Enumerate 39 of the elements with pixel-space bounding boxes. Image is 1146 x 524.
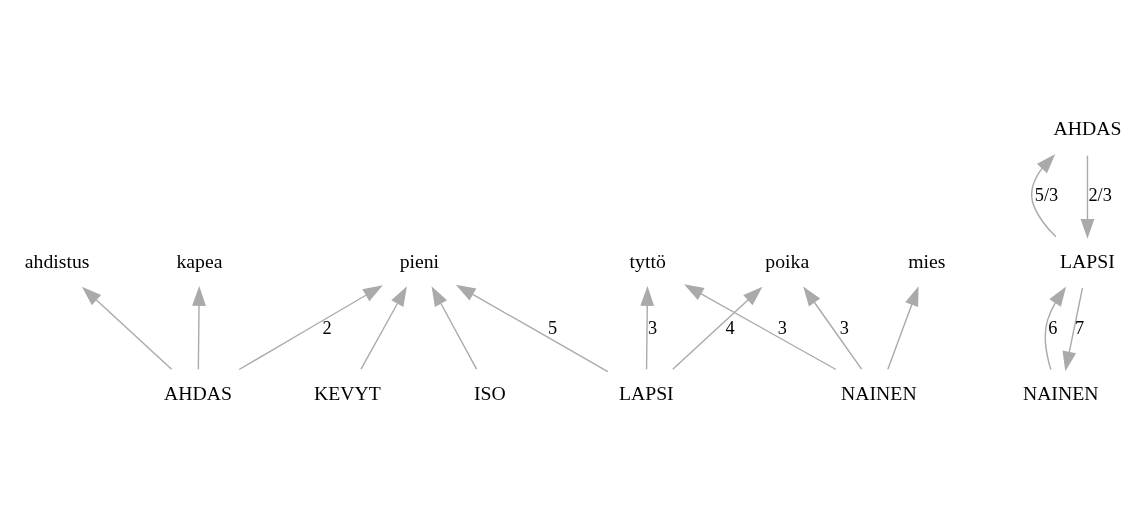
edge-label: 3 [839,317,849,338]
node-text: KEVYT [314,381,381,404]
node-text: NAINEN [841,381,917,404]
arrow [431,285,478,370]
arrow [1031,153,1057,238]
arrow [640,285,655,370]
arrow [887,285,919,370]
arrow [81,286,173,370]
edge-label: 2 [322,317,332,338]
node-text: LAPSI [1060,249,1115,272]
node-text: ahdistus [24,249,90,272]
edge-label: 5/3 [1034,184,1059,205]
node-text: poika [765,249,810,272]
node-text: pieni [399,249,440,272]
node-text: LAPSI [618,381,674,404]
arrow [192,285,206,370]
node-text: kapea [176,249,223,272]
arrow [238,284,383,370]
arrow [803,285,863,370]
arrow [1080,154,1095,239]
arrow [1062,287,1084,371]
node-text: AHDAS [164,381,233,404]
node-text: tyttö [629,249,666,272]
arrow [360,285,407,370]
arrow [672,286,763,370]
node-text: ISO [473,381,506,404]
edge-label: 7 [1075,317,1085,338]
arrow [683,283,837,370]
edge-label: 2/3 [1088,184,1112,205]
arrow [455,284,609,372]
edge-label: 3 [648,317,658,338]
arrow [1044,286,1067,370]
node-text: NAINEN [1022,381,1099,404]
edge-label: 5 [547,317,558,338]
edge-label: 4 [725,317,735,338]
edge-label: 3 [777,317,787,338]
edge-label: 6 [1048,317,1058,338]
node-text: AHDAS [1053,116,1122,139]
node-text: mies [908,249,946,272]
